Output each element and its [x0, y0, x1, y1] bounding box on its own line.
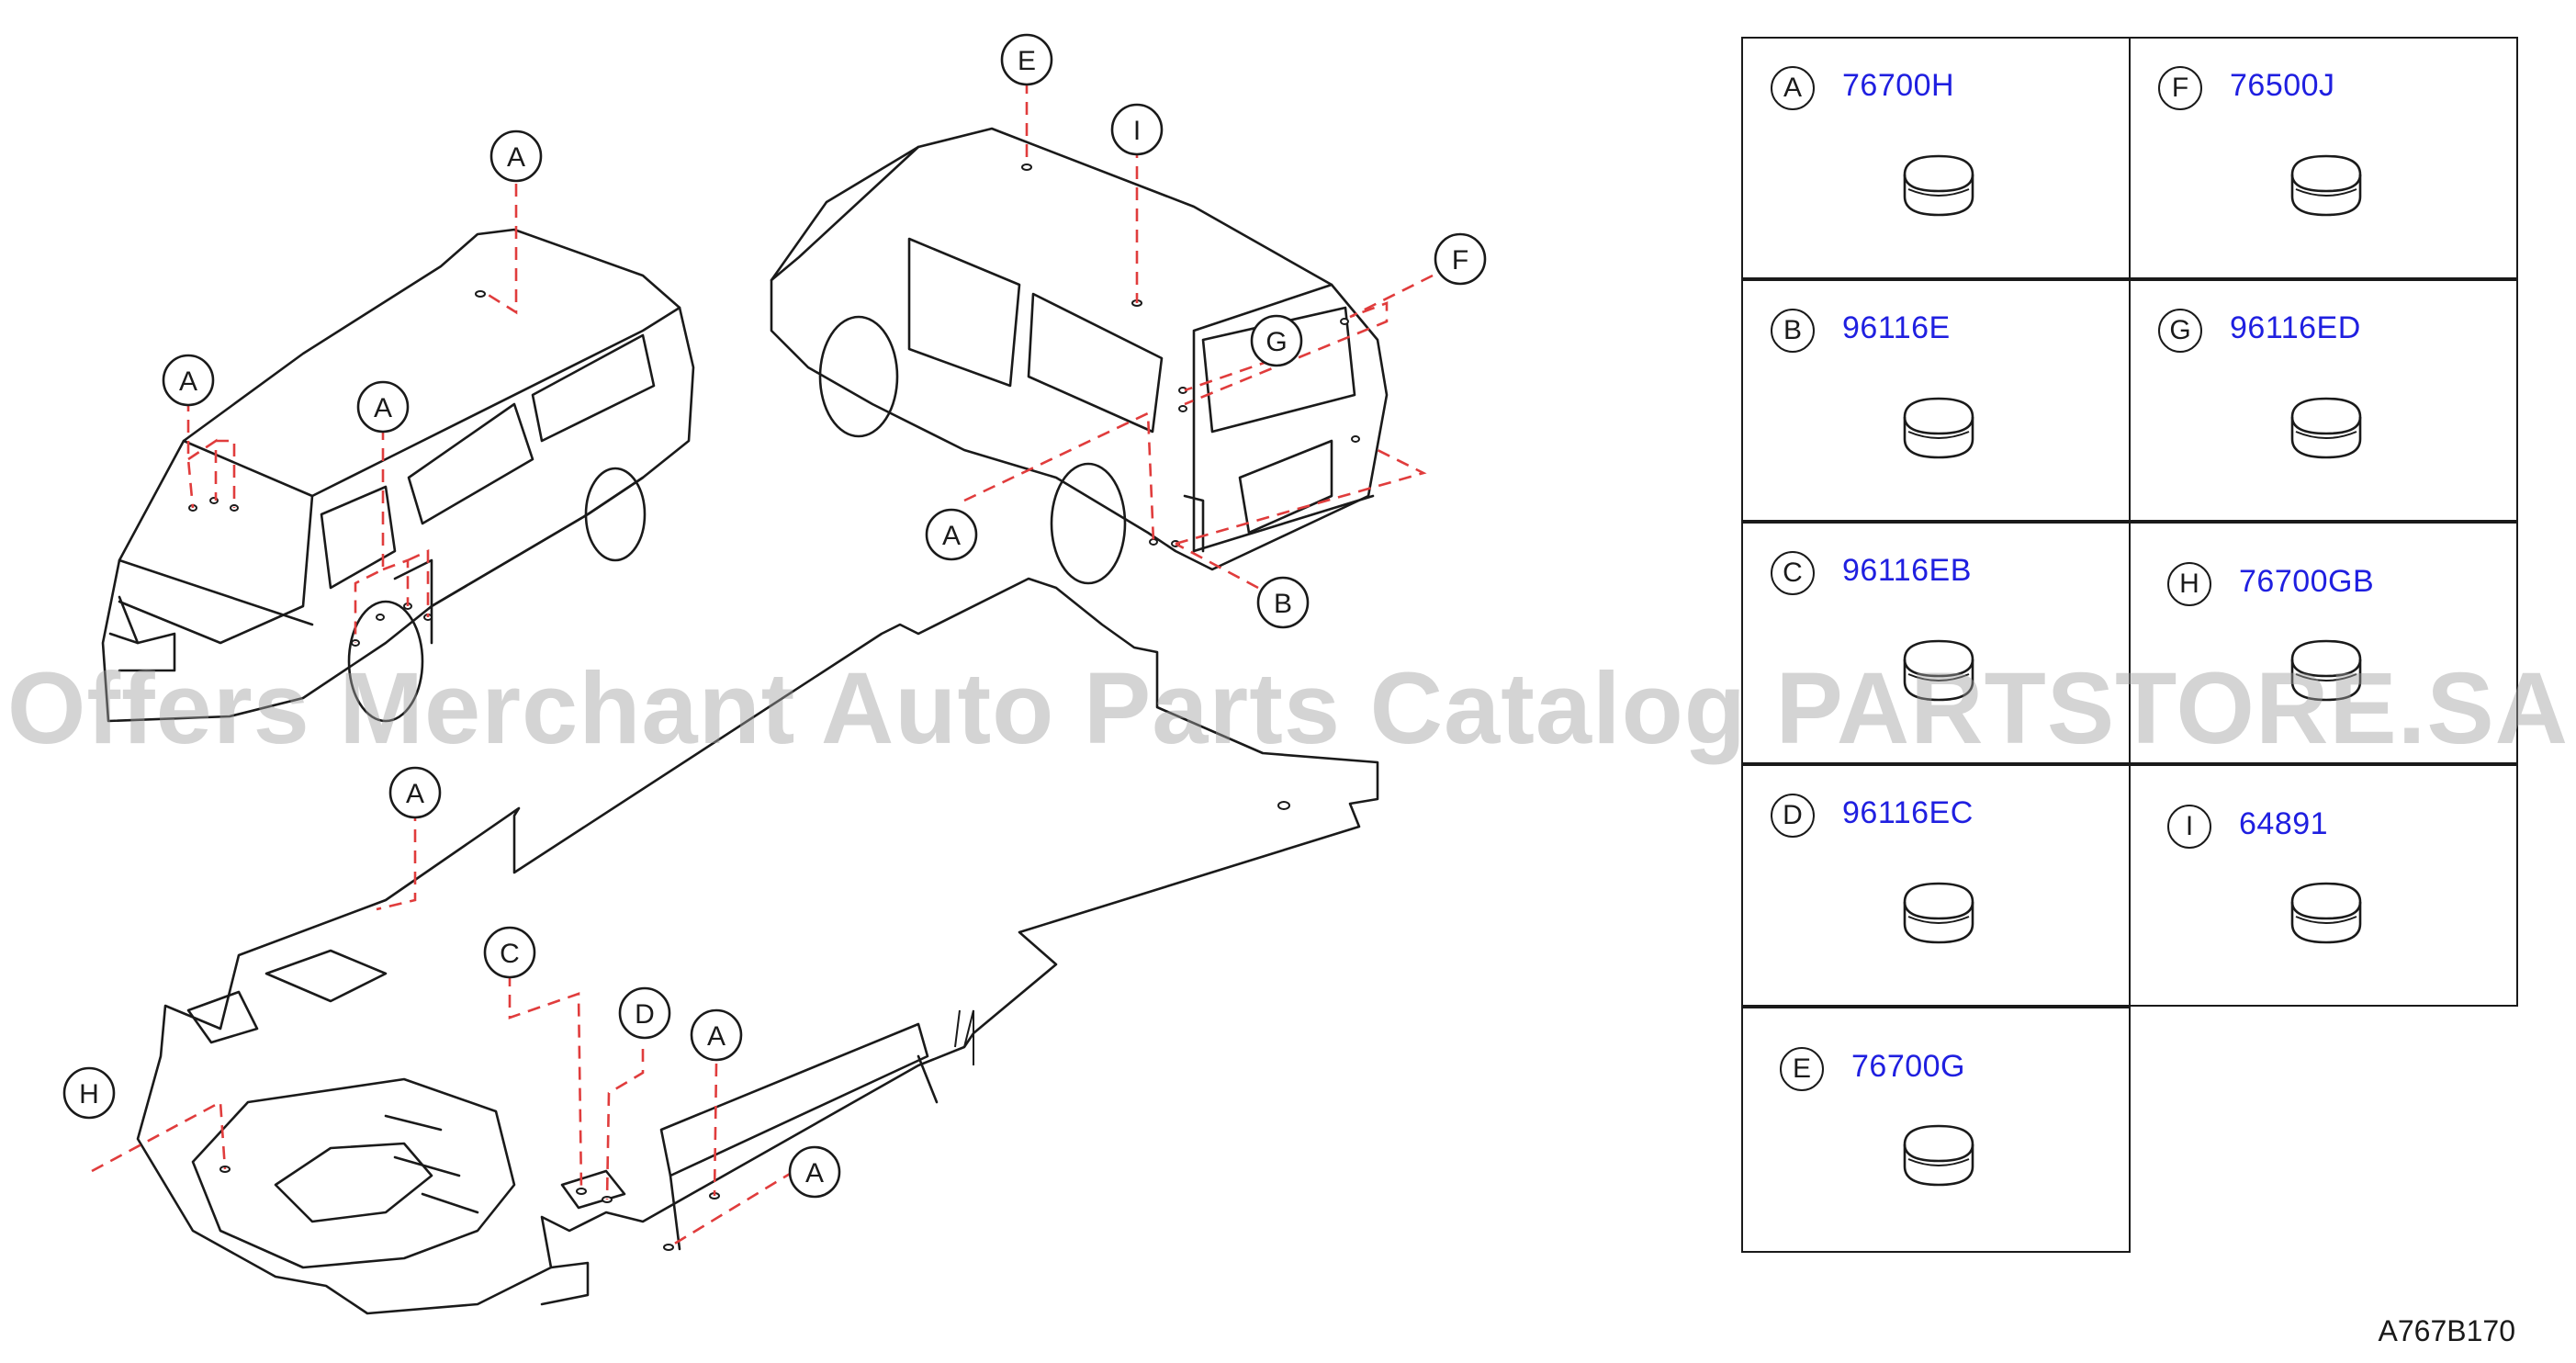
floor-panel: [91, 577, 1379, 1315]
legend-cell: G 96116ED: [2129, 279, 2518, 522]
legend-letter: G: [2158, 309, 2202, 353]
plug-icon: [1903, 397, 1974, 459]
plug-icon: [1903, 1124, 1974, 1187]
callout-h: H: [62, 1066, 116, 1120]
plug-icon: [2290, 397, 2362, 459]
svg-text:A: A: [179, 366, 197, 397]
svg-text:I: I: [1133, 116, 1141, 146]
legend-cell: I 64891: [2129, 764, 2518, 1007]
part-number-link[interactable]: 76700G: [1851, 1049, 1965, 1084]
legend-letter: E: [1780, 1047, 1824, 1091]
parts-diagram: A A A E I F G A B A C D A H A: [62, 33, 1487, 1315]
part-number-link[interactable]: 76700H: [1842, 68, 1955, 103]
svg-text:A: A: [507, 142, 525, 173]
legend-letter: D: [1771, 794, 1815, 838]
callout-b: B: [1256, 576, 1310, 629]
legend-cell: A 76700H: [1741, 37, 2131, 279]
part-number-link[interactable]: 76700GB: [2239, 564, 2375, 599]
callout-a-floor-front: A: [388, 766, 442, 819]
callout-i: I: [1110, 103, 1164, 156]
svg-text:A: A: [942, 521, 961, 551]
svg-text:H: H: [79, 1079, 99, 1110]
svg-text:A: A: [805, 1158, 824, 1188]
part-number-link[interactable]: 76500J: [2230, 68, 2335, 103]
part-number-link[interactable]: 96116ED: [2230, 310, 2361, 345]
part-number-link[interactable]: 96116EC: [1842, 795, 1974, 830]
callout-a-rear: A: [925, 508, 978, 561]
parts-legend: A 76700H F 76500J B 96116E G 96116ED C 9…: [1741, 37, 2525, 1258]
svg-text:A: A: [374, 393, 392, 423]
legend-cell: D 96116EC: [1741, 764, 2131, 1007]
svg-text:B: B: [1274, 589, 1292, 619]
legend-cell: H 76700GB: [2129, 522, 2518, 764]
legend-letter: F: [2158, 66, 2202, 110]
svg-text:C: C: [500, 939, 520, 969]
svg-text:G: G: [1266, 327, 1287, 357]
van-front-view: [101, 184, 695, 723]
callout-a-roof: A: [489, 130, 543, 183]
legend-letter: B: [1771, 309, 1815, 353]
legend-cell: F 76500J: [2129, 37, 2518, 279]
callout-a-left: A: [162, 354, 215, 407]
legend-cell: B 96116E: [1741, 279, 2131, 522]
callout-a-side: A: [356, 380, 410, 434]
callout-e: E: [1000, 33, 1053, 86]
plug-icon: [1903, 882, 1974, 944]
callout-a-floor-mid: A: [690, 1008, 743, 1062]
svg-text:E: E: [1018, 46, 1036, 76]
legend-letter: H: [2167, 562, 2211, 606]
legend-letter: C: [1771, 551, 1815, 595]
svg-text:A: A: [406, 779, 424, 809]
part-number-link[interactable]: 96116E: [1842, 310, 1951, 345]
plug-icon: [1903, 639, 1974, 702]
van-rear-view: [770, 81, 1434, 590]
legend-cell: E 76700G: [1741, 1007, 2131, 1253]
svg-text:A: A: [707, 1021, 726, 1052]
plug-icon: [1903, 154, 1974, 217]
part-number-link[interactable]: 96116EB: [1842, 553, 1972, 588]
legend-letter: A: [1771, 66, 1815, 110]
part-number-link[interactable]: 64891: [2239, 806, 2329, 841]
plug-icon: [2290, 154, 2362, 217]
plug-icon: [2290, 882, 2362, 944]
diagram-code: A767B170: [2378, 1314, 2515, 1347]
svg-text:D: D: [635, 999, 655, 1030]
svg-text:F: F: [1452, 245, 1468, 276]
callout-d: D: [618, 986, 671, 1040]
legend-cell: C 96116EB: [1741, 522, 2131, 764]
callout-f: F: [1434, 232, 1487, 286]
callout-g: G: [1250, 314, 1303, 367]
legend-letter: I: [2167, 805, 2211, 849]
callout-c: C: [483, 926, 536, 979]
plug-icon: [2290, 639, 2362, 702]
callout-a-floor-rear: A: [788, 1145, 841, 1199]
